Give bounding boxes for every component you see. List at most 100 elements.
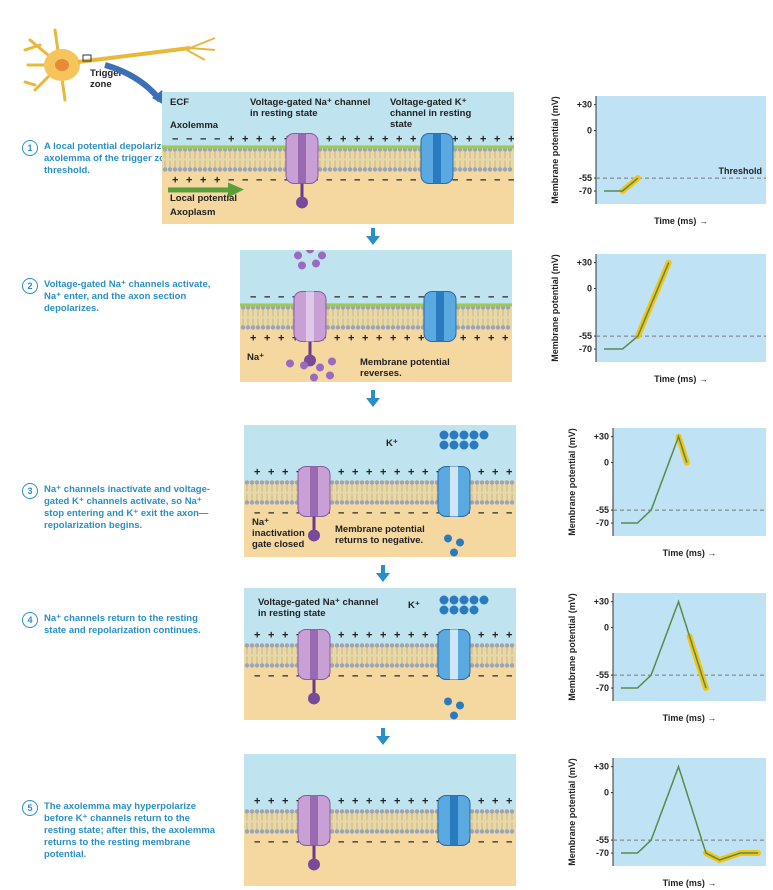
charge-sign: − [408,836,414,848]
charge-sign: + [422,795,428,807]
charge-sign: + [380,795,386,807]
charge-sign: + [366,795,372,807]
tick-label: -55 [579,331,592,341]
charge-sign: − [282,507,288,519]
charge-sign: − [340,174,346,186]
charge-sign: + [408,629,414,641]
graph-area [613,758,766,866]
charge-sign: + [506,466,512,478]
k-ion [469,595,479,605]
charge-sign: − [264,291,270,303]
na-ion [316,363,324,372]
x-axis-label: Time (ms) → [654,216,708,226]
trigger-zone-label: Trigger zone [90,68,123,90]
charge-sign: − [250,291,256,303]
k-channel [420,132,454,184]
k-channel [423,290,457,342]
x-axis-label: Time (ms) → [663,548,717,558]
charge-sign: − [394,507,400,519]
charge-sign: − [282,670,288,682]
y-axis-label: Membrane potential (mV) [550,254,560,362]
na-channel [285,132,319,209]
charge-sign: + [270,133,276,145]
charge-sign: − [338,507,344,519]
charge-sign: − [492,670,498,682]
na-channel [297,628,331,705]
charge-sign: − [254,507,260,519]
tick-label: 0 [587,126,592,136]
charge-sign: − [492,507,498,519]
charge-sign: − [404,291,410,303]
charge-sign: + [382,133,388,145]
tick-label: -55 [596,835,609,845]
charge-sign: + [352,795,358,807]
threshold-label: Threshold [718,166,762,176]
charge-sign: − [228,174,234,186]
charge-sign: − [480,174,486,186]
k-ion [449,595,459,605]
tick-label: 0 [604,788,609,798]
charge-sign: + [282,795,288,807]
k-ion [459,605,469,615]
charge-sign: − [352,836,358,848]
charge-sign: − [506,507,512,519]
k-ion-label-3: K⁺ [386,438,398,449]
charge-sign: + [422,629,428,641]
charge-sign: − [366,507,372,519]
charge-sign: + [366,466,372,478]
charge-sign: + [278,332,284,344]
tick-label: -70 [596,518,609,528]
charge-sign: + [348,332,354,344]
graph-area [613,428,766,536]
charge-sign: + [338,629,344,641]
charge-sign: + [340,133,346,145]
charge-sign: + [264,332,270,344]
na-ion [298,261,306,270]
na-ion [294,251,302,260]
charge-sign: − [478,670,484,682]
graph-area [596,254,766,362]
y-axis-label: Membrane potential (mV) [567,593,577,701]
tick-label: +30 [594,597,609,607]
k-channel [437,794,471,846]
charge-sign: − [376,291,382,303]
charge-sign: + [282,466,288,478]
charge-sign: − [408,507,414,519]
down-arrow-3 [376,565,390,582]
charge-sign: − [390,291,396,303]
charge-sign: + [394,466,400,478]
k-ion [479,430,489,440]
charge-sign: + [506,629,512,641]
k-ion [444,697,452,706]
lipid-bilayer [244,809,516,834]
na-ion [300,361,308,370]
x-axis-label: Time (ms) → [654,374,708,384]
charge-sign: − [506,670,512,682]
charge-sign: + [250,332,256,344]
charge-sign: + [474,332,480,344]
tick-label: -70 [596,848,609,858]
charge-sign: − [466,174,472,186]
na-ion [306,250,314,254]
charge-sign: − [418,291,424,303]
charge-sign: + [396,133,402,145]
charge-sign: − [494,174,500,186]
membrane-panel-5: +−+−+−+−+−+−+−+−+−+−+−+−+−+−+−+−+−+−+− [244,754,516,886]
charge-sign: − [278,291,284,303]
charge-sign: + [404,332,410,344]
na-channel [293,290,327,367]
charge-sign: + [172,174,178,186]
charge-sign: + [408,795,414,807]
charge-sign: − [380,507,386,519]
charge-sign: + [228,133,234,145]
k-ion [449,430,459,440]
charge-sign: + [362,332,368,344]
lipid-bilayer [162,145,514,172]
charge-sign: + [418,332,424,344]
returns-negative-label: Membrane potential returns to negative. [335,524,425,546]
charge-sign: + [410,133,416,145]
k-ion [469,605,479,615]
tick-label: +30 [577,100,592,110]
